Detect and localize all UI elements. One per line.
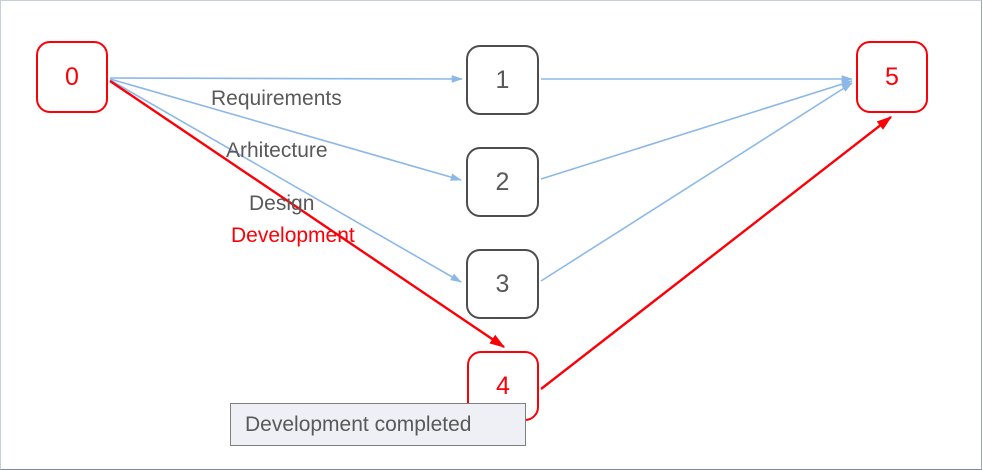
node-3-label: 3	[495, 269, 510, 298]
node-2-label: 2	[495, 167, 510, 196]
edge-0-to-4	[109, 80, 506, 348]
edge-2-to-5	[540, 80, 853, 180]
edge-label-design: Design	[249, 192, 315, 215]
edge-label-development: Development	[231, 224, 355, 247]
tooltip-development-completed: Development completed	[230, 403, 526, 446]
node-1[interactable]: 1	[466, 45, 539, 115]
node-1-label: 1	[495, 65, 510, 94]
edge-label-requirements: Requirements	[211, 87, 342, 110]
edge-4-to-5	[540, 116, 892, 390]
node-3[interactable]: 3	[466, 249, 539, 319]
node-5[interactable]: 5	[856, 41, 928, 113]
node-5-label: 5	[885, 62, 899, 91]
edge-0-to-1	[109, 75, 463, 83]
node-2[interactable]: 2	[466, 147, 539, 217]
edge-0-to-2	[109, 78, 462, 181]
edge-0-to-3	[109, 79, 462, 283]
tooltip-text: Development completed	[245, 413, 472, 436]
node-4-label: 4	[496, 371, 510, 400]
edge-label-arhitecture: Arhitecture	[226, 139, 328, 162]
edge-3-to-5	[540, 82, 853, 282]
node-0[interactable]: 0	[36, 41, 108, 113]
node-0-label: 0	[65, 62, 79, 91]
